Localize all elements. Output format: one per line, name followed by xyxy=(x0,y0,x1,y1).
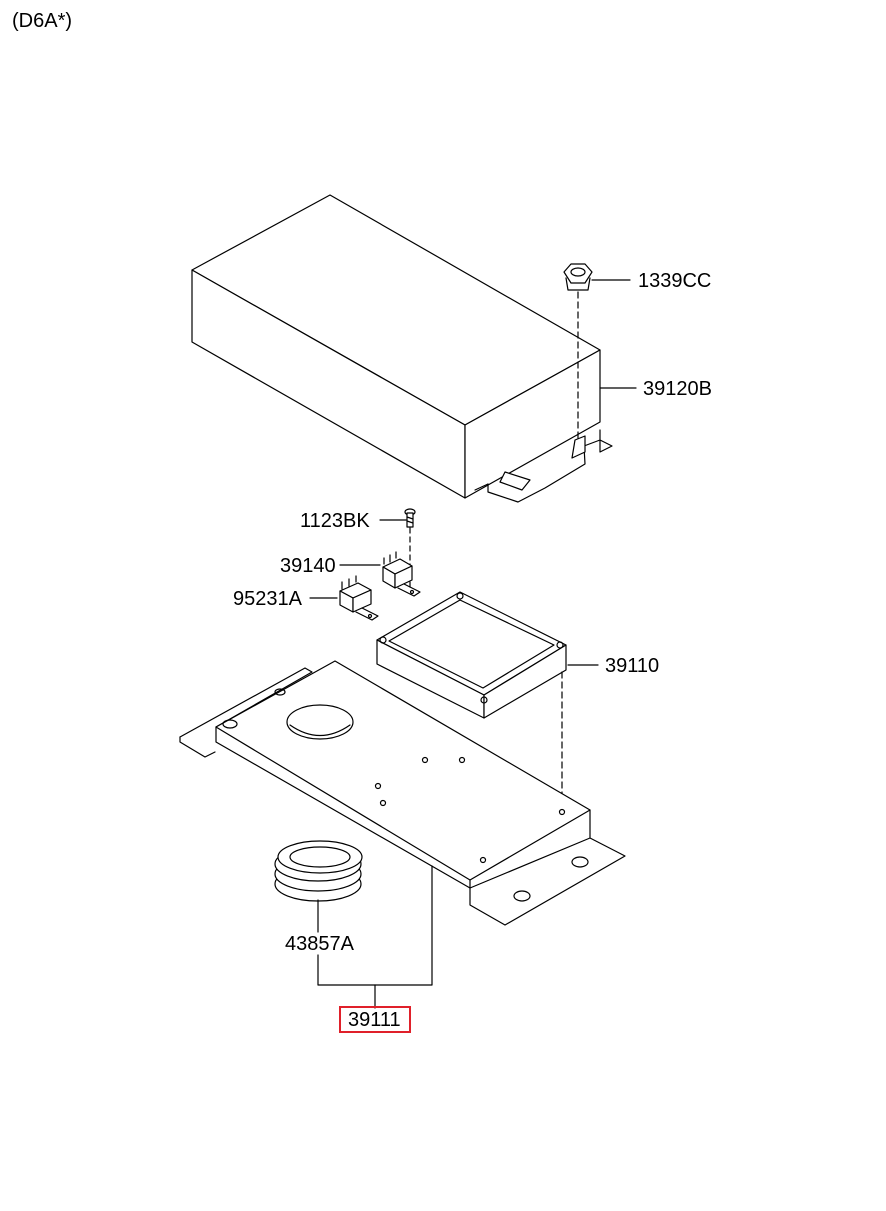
label-nut-1339cc[interactable]: 1339CC xyxy=(638,270,712,292)
bolt-drawing xyxy=(404,508,416,589)
selected-part-highlight[interactable]: 39111 xyxy=(339,1006,411,1033)
relay-39140-drawing xyxy=(382,551,421,597)
label-relay-95231a[interactable]: 95231A xyxy=(233,588,302,610)
bracket-plate-drawing xyxy=(179,660,626,926)
grommet-drawing xyxy=(274,840,363,902)
label-cover-39120b[interactable]: 39120B xyxy=(643,378,712,400)
leader-lines xyxy=(309,279,637,1009)
label-grommet-43857a[interactable]: 43857A xyxy=(285,933,354,955)
label-bolt-1123bk[interactable]: 1123BK xyxy=(300,510,370,532)
engine-code-label: (D6A*) xyxy=(12,10,73,32)
label-bracket-39111[interactable]: 39111 xyxy=(348,1009,401,1031)
label-ecu-39110[interactable]: 39110 xyxy=(605,655,660,677)
ecu-drawing xyxy=(376,591,567,809)
nut-drawing xyxy=(563,263,593,439)
relay-95231a-drawing xyxy=(339,575,379,621)
label-relay-39140[interactable]: 39140 xyxy=(280,555,336,577)
cover-box-drawing xyxy=(191,194,613,503)
